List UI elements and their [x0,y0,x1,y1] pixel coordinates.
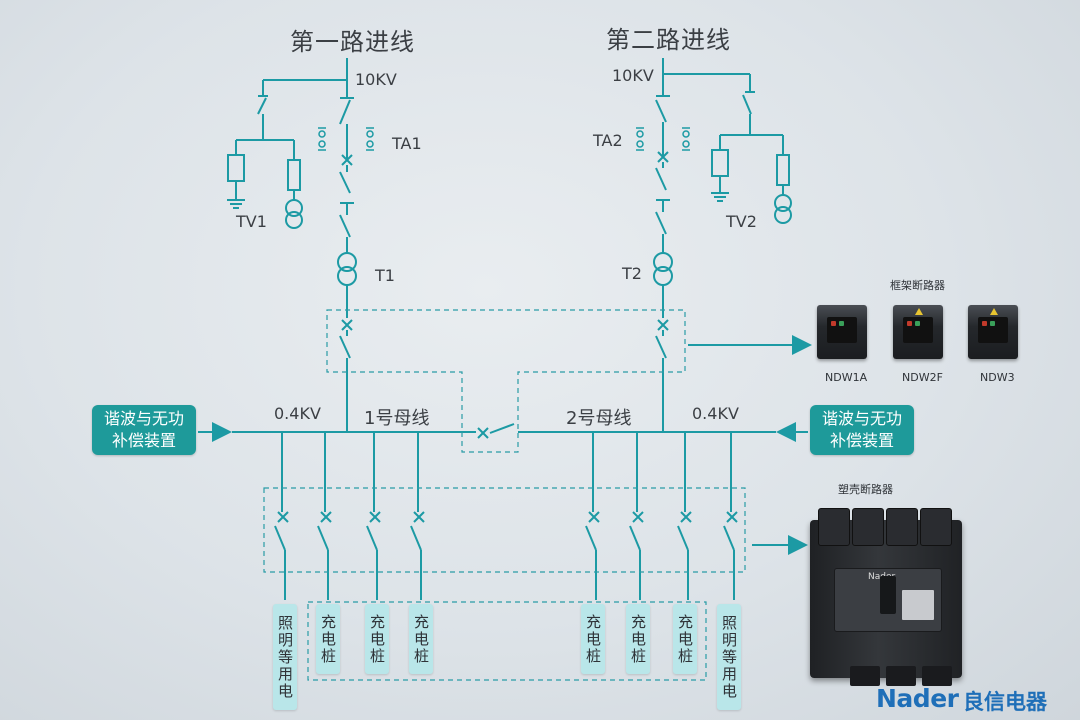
acb-model-2: NDW2F [902,371,943,384]
acb-model-3: NDW3 [980,371,1015,384]
label-ta1: TA1 [392,134,422,153]
load-lighting-left: 照明等用电 [273,604,297,710]
incoming-line-1-title: 第一路进线 [290,28,415,56]
acb-product-image-3 [968,305,1018,359]
acb-model-1: NDW1A [825,371,868,384]
voltage-04kv-left: 0.4KV [274,404,321,423]
brand-logo-latin: Nader [876,684,959,713]
voltage-04kv-right: 0.4KV [692,404,739,423]
label-tv1: TV1 [236,212,267,231]
load-charger-5: 充电桩 [626,604,650,674]
compensation-device-right: 谐波与无功 补偿装置 [810,405,914,455]
acb-product-image-1 [817,305,867,359]
label-t2: T2 [622,264,642,283]
label-tv2: TV2 [726,212,757,231]
acb-product-image-2 [893,305,943,359]
bus-1-label: 1号母线 [364,408,430,429]
acb-section-title: 框架断路器 [890,279,945,292]
load-charger-2: 充电桩 [365,604,389,674]
mccb-product-image: Nader [810,508,962,686]
voltage-10kv-right: 10KV [612,66,654,85]
compensation-device-left: 谐波与无功 补偿装置 [92,405,196,455]
incoming-line-2-title: 第二路进线 [606,26,731,54]
label-t1: T1 [375,266,395,285]
voltage-10kv-left: 10KV [355,70,397,89]
brand-logo-chinese: 良信电器 [963,690,1047,714]
load-charger-1: 充电桩 [316,604,340,674]
mccb-section-title: 塑壳断路器 [838,483,893,496]
load-charger-3: 充电桩 [409,604,433,674]
load-charger-6: 充电桩 [673,604,697,674]
bus-2-label: 2号母线 [566,408,632,429]
load-charger-4: 充电桩 [581,604,605,674]
load-lighting-right: 照明等用电 [717,604,741,710]
label-ta2: TA2 [593,131,623,150]
